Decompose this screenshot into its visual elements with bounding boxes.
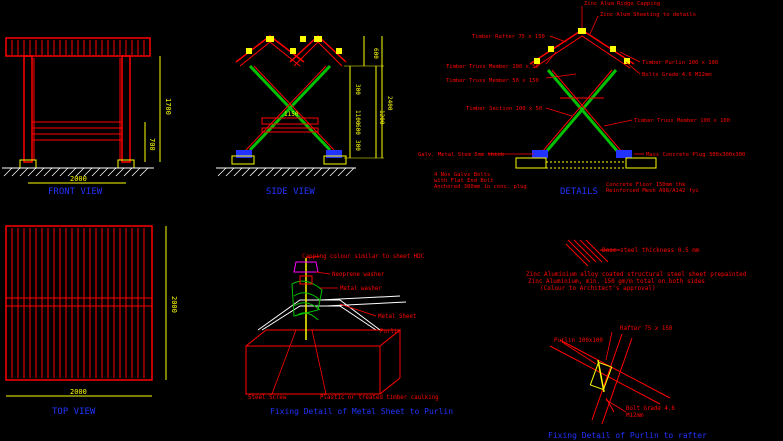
side-view — [216, 34, 384, 177]
top-width-dim: 2000 — [70, 388, 87, 396]
details-floor-a-label: Concrete Floor 150mm thk — [606, 182, 686, 188]
top-view-title: TOP VIEW — [52, 407, 96, 417]
details-anchor-c-label: Anchored 300mm in conc. plug — [434, 184, 527, 190]
details-purlin-label: Timber Purlin 100 x 100 — [642, 60, 718, 66]
purlin-rafter-label: Rafter 75 x 150 — [620, 326, 673, 332]
spec-line2: Zinc Aluminium, min. 150 gm/m total on b… — [528, 278, 705, 285]
details-rafter-label: Timber Rafter 75 x 150 — [472, 34, 545, 40]
side-dim-d: 2400 — [386, 96, 393, 111]
details-stem-label: Galv. Metal Stem 5mm thick — [418, 152, 505, 158]
spec-line1: Zinc Aluminium alloy coated structural s… — [526, 271, 747, 278]
details-truss-b-label: Timber Truss Member 50 x 150 — [446, 78, 539, 84]
details-plug-label: Mass Concrete Plug 300x300x300 — [646, 152, 745, 158]
side-dim-e: 1200 — [378, 110, 385, 125]
top-height-dim: 2000 — [170, 296, 178, 313]
purlin-purlin-label: Purlin 100x100 — [554, 338, 603, 344]
sheet-washer-neo-label: Neoprene washer — [332, 272, 385, 278]
fixing-sheet-title: Fixing Detail of Metal Sheet to Purlin — [270, 407, 453, 416]
details-truss-a-label: Timber Truss Member 100 x 50 — [446, 64, 539, 70]
details-anchor-a-label: 4 Nos Galvs Bolts — [434, 172, 490, 178]
front-lower-dim: 700 — [148, 138, 156, 151]
spec-base-steel-label: Base steel thickness 0.5 mm — [602, 247, 700, 254]
front-view-title: FRONT VIEW — [48, 187, 103, 197]
top-view — [5, 225, 167, 397]
sheet-washer-metal-label: Metal washer — [340, 286, 382, 292]
side-dim-g: 600 — [354, 124, 361, 135]
fixing-purlin-detail — [549, 331, 671, 425]
spec-line3: (Colour to Architect's approval) — [540, 285, 656, 292]
sheet-capping-label: Capping colour similar to sheet HDC — [302, 254, 425, 260]
sheet-metal-sheet-label: Metal Sheet — [378, 314, 416, 320]
side-dim-mid: 1150 — [284, 111, 299, 118]
fixing-purlin-title: Fixing Detail of Purlin to rafter — [548, 431, 707, 440]
sheet-spec-graphic — [565, 239, 620, 267]
details-view — [488, 6, 657, 169]
details-floor-b-label: Reinforced Mesh A98/A142 fyi — [606, 188, 699, 194]
front-width-dim: 2000 — [70, 175, 87, 183]
purlin-bolt-b-label: M12mm — [626, 413, 644, 419]
fixing-sheet-detail — [245, 255, 407, 395]
side-dim-c: 1100 — [354, 110, 361, 125]
sheet-purlin-label: Purlin — [380, 329, 401, 335]
details-truss-c-label: Timber Truss Member 100 x 100 — [634, 118, 730, 124]
side-dim-b: 300 — [354, 84, 361, 95]
front-height-dim: 1700 — [164, 98, 172, 115]
sheet-screw-label: Steel Screw — [248, 395, 287, 401]
details-title: DETAILS — [560, 187, 598, 197]
details-anchor-b-label: with Flat End Bolt — [434, 178, 494, 184]
details-capping-label: Zinc Alum Ridge Capping — [584, 1, 660, 7]
purlin-bolt-a-label: Bolt Grade 4.6 — [626, 406, 675, 412]
details-sheeting-label: Zinc Alum Sheeting to details — [600, 12, 696, 18]
side-dim-a: 600 — [372, 48, 379, 59]
sheet-caulking-label: Plastic or treated timber caulking — [320, 395, 439, 401]
side-view-title: SIDE VIEW — [266, 187, 315, 197]
details-bolts-label: Bolts Grade 4.6 M12mm — [642, 72, 712, 78]
details-section-label: Timber Section 100 x 50 — [466, 106, 542, 112]
side-dim-f: 300 — [354, 140, 361, 151]
front-view — [2, 37, 161, 184]
